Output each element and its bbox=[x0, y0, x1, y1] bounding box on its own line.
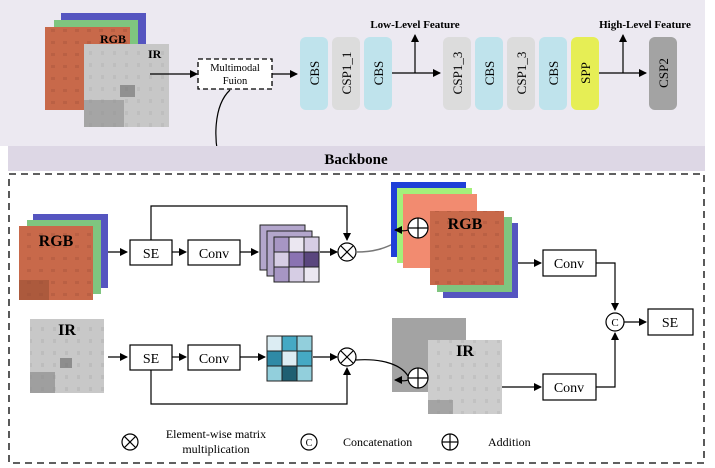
rgb-mult-to-add-curve bbox=[355, 242, 396, 253]
detail-panel-border bbox=[8, 173, 705, 464]
fusion-label-line2: Fuion bbox=[223, 76, 248, 87]
kernel-cell bbox=[266, 350, 283, 367]
ir-skip-connection bbox=[150, 367, 351, 405]
top-input-stack: RGB IR bbox=[45, 13, 169, 127]
rgb-output-label: RGB bbox=[448, 216, 483, 233]
rgb-skip-connection bbox=[150, 205, 351, 241]
high-level-feature-label: High-Level Feature bbox=[599, 19, 691, 31]
ir-se-label: SE bbox=[143, 352, 159, 367]
ir-mult-to-add-curve bbox=[355, 359, 409, 377]
final-se-label: SE bbox=[662, 316, 678, 331]
rgb-kernel-stack bbox=[259, 224, 320, 283]
legend-multiply-text-1: Element-wise matrix bbox=[166, 427, 266, 441]
ir-se-block[interactable]: SE bbox=[129, 344, 173, 371]
kernel-cell bbox=[281, 365, 298, 382]
ir-conv-block[interactable]: Conv bbox=[187, 344, 241, 371]
legend-add-icon bbox=[441, 433, 459, 451]
block-spp[interactable]: SPP bbox=[571, 37, 599, 110]
kernel-cell bbox=[266, 365, 283, 382]
rgb-conv-block[interactable]: Conv bbox=[187, 239, 241, 266]
rgb-input-stack: RGB bbox=[19, 214, 108, 300]
block-cbs-3[interactable]: CBS bbox=[475, 37, 503, 110]
svg-text:CSP2: CSP2 bbox=[656, 58, 671, 88]
kernel-cell bbox=[296, 350, 313, 367]
kernel-cell bbox=[288, 266, 305, 283]
ir-kernel-grid bbox=[266, 335, 313, 382]
block-csp1-3-b[interactable]: CSP1_3 bbox=[507, 37, 535, 110]
legend-add-text: Addition bbox=[488, 435, 531, 449]
legend-multiply-text-2: multiplication bbox=[182, 442, 249, 456]
rgb-input-label: RGB bbox=[39, 233, 74, 250]
rgb-conv-label: Conv bbox=[199, 247, 229, 262]
block-cbs-1[interactable]: CBS bbox=[300, 37, 328, 110]
ir-add-op bbox=[407, 367, 429, 389]
final-se-block[interactable]: SE bbox=[647, 308, 694, 336]
legend-concat-text: Concatenation bbox=[343, 435, 412, 449]
svg-text:CBS: CBS bbox=[307, 61, 322, 86]
top-ir-label: IR bbox=[148, 47, 162, 61]
kernel-cell bbox=[303, 266, 320, 283]
ir-out-conv-block[interactable]: Conv bbox=[542, 373, 597, 401]
rgb-se-block[interactable]: SE bbox=[129, 239, 173, 266]
kernel-cell bbox=[281, 335, 298, 352]
svg-text:CSP1_3: CSP1_3 bbox=[450, 52, 465, 95]
rgb-out-conv-label: Conv bbox=[554, 257, 584, 272]
ir-input-label: IR bbox=[58, 322, 76, 339]
kernel-cell bbox=[296, 335, 313, 352]
svg-text:CSP1_3: CSP1_3 bbox=[514, 52, 529, 95]
rgb-add-feedback-arrow bbox=[394, 226, 409, 235]
ir-conv-label: Conv bbox=[199, 352, 229, 367]
ir-output-label: IR bbox=[456, 343, 474, 360]
kernel-cell bbox=[303, 236, 320, 253]
kernel-cell bbox=[296, 365, 313, 382]
svg-text:C: C bbox=[306, 438, 313, 449]
legend-concat-icon: C bbox=[300, 433, 318, 451]
ir-multiply-op bbox=[337, 347, 357, 367]
backbone-title: Backbone bbox=[324, 152, 388, 168]
kernel-cell bbox=[273, 251, 290, 268]
backbone-band bbox=[8, 146, 705, 171]
ir-output-stack: IR bbox=[392, 318, 502, 414]
rgb-multiply-op bbox=[337, 242, 357, 262]
block-csp1-1[interactable]: CSP1_1 bbox=[332, 37, 360, 110]
rgb-out-conv-block[interactable]: Conv bbox=[542, 249, 597, 277]
kernel-cell bbox=[281, 350, 298, 367]
kernel-cell bbox=[273, 236, 290, 253]
legend: Element-wise matrix multiplication C Con… bbox=[121, 427, 531, 456]
kernel-cell bbox=[288, 251, 305, 268]
block-csp2[interactable]: CSP2 bbox=[649, 37, 677, 110]
svg-text:CBS: CBS bbox=[546, 61, 561, 86]
ir-add-feedback-arrow bbox=[394, 376, 409, 385]
ir-input-image: IR bbox=[30, 319, 104, 393]
rgb-conv-to-concat bbox=[596, 262, 619, 311]
concat-symbol: C bbox=[611, 317, 618, 329]
block-cbs-2[interactable]: CBS bbox=[364, 37, 392, 110]
ir-out-conv-label: Conv bbox=[554, 381, 584, 396]
low-level-feature-label: Low-Level Feature bbox=[370, 19, 459, 31]
svg-text:CSP1_1: CSP1_1 bbox=[339, 52, 354, 95]
block-csp1-3-a[interactable]: CSP1_3 bbox=[443, 37, 471, 110]
ir-conv-to-concat bbox=[596, 332, 619, 388]
kernel-cell bbox=[288, 236, 305, 253]
svg-text:SPP: SPP bbox=[578, 62, 593, 84]
kernel-cell bbox=[273, 266, 290, 283]
rgb-se-label: SE bbox=[143, 247, 159, 262]
concat-op: C bbox=[605, 312, 625, 332]
rgb-kernel-grid bbox=[273, 236, 320, 283]
rgb-add-op bbox=[407, 217, 429, 239]
svg-text:CBS: CBS bbox=[371, 61, 386, 86]
fusion-label-line1: Multimodal bbox=[210, 63, 260, 74]
kernel-cell bbox=[266, 335, 283, 352]
legend-multiply-icon bbox=[121, 433, 139, 451]
rgb-output-stack: RGB bbox=[391, 182, 518, 298]
backbone-blocks: CBS CSP1_1 CBS CSP1_3 CBS CSP1_3 CBS SPP… bbox=[300, 37, 677, 110]
top-rgb-label: RGB bbox=[100, 32, 126, 46]
svg-text:CBS: CBS bbox=[482, 61, 497, 86]
kernel-cell bbox=[303, 251, 320, 268]
block-cbs-4[interactable]: CBS bbox=[539, 37, 567, 110]
multimodal-fusion-box[interactable]: Multimodal Fuion bbox=[197, 58, 273, 90]
